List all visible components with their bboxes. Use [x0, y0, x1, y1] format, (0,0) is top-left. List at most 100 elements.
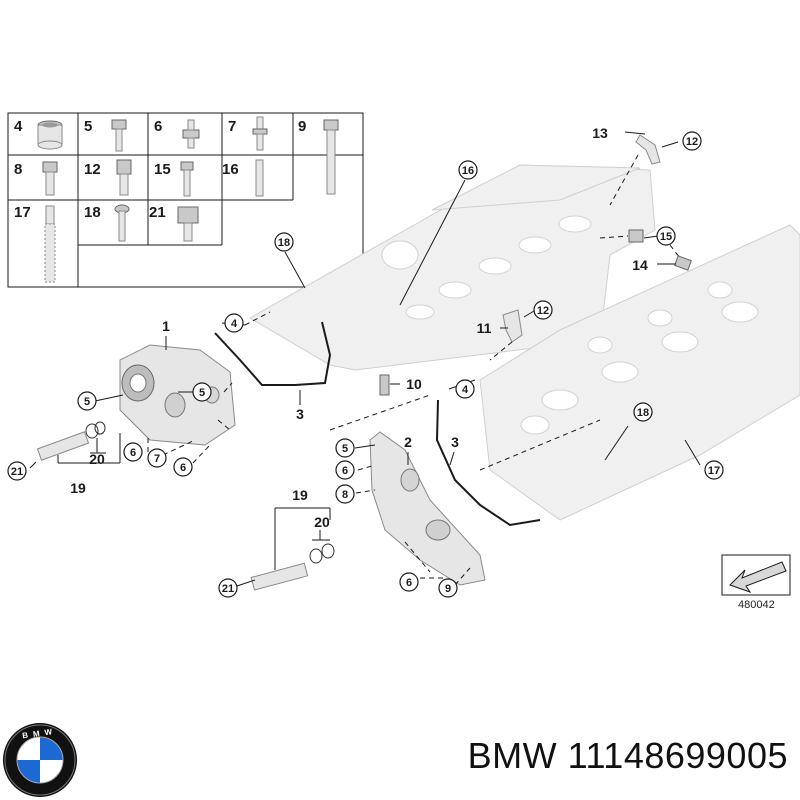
pin-icon	[255, 159, 264, 197]
svg-text:4: 4	[462, 384, 469, 396]
callout-circle: 6	[399, 572, 419, 592]
callouts: 13 12 16 18 15 14 1 4 12 11 5 5 10 3 4 6…	[7, 125, 724, 598]
callout-circle: 17	[704, 460, 724, 480]
cylinder-head-upper	[248, 164, 656, 371]
callout-circle: 9	[438, 578, 458, 598]
callout-circle: 21	[7, 461, 27, 481]
svg-text:6: 6	[342, 465, 348, 477]
callout-circle: 5	[192, 382, 212, 402]
adjuster-lower	[250, 543, 335, 591]
svg-text:15: 15	[660, 231, 672, 243]
threaded-stud-icon	[44, 205, 56, 283]
diagram-reference: 480042	[721, 554, 791, 611]
leader-lines	[29, 131, 701, 587]
callout-circle: 15	[656, 226, 676, 246]
housing-upper	[119, 344, 236, 446]
svg-text:21: 21	[11, 466, 23, 478]
legend-num: 21	[149, 204, 166, 221]
svg-text:7: 7	[154, 453, 160, 465]
callout-circle: 18	[274, 232, 294, 252]
callout-circle: 18	[633, 402, 653, 422]
legend-num: 17	[14, 204, 31, 221]
adjuster-upper	[36, 421, 106, 461]
gasket-upper	[214, 321, 332, 386]
screw-icon	[114, 204, 130, 242]
legend-num: 8	[14, 161, 22, 178]
legend-num: 6	[154, 118, 162, 135]
bolt-icon	[182, 119, 200, 149]
direction-arrow-icon	[729, 561, 787, 593]
gasket-lower	[435, 399, 541, 527]
bolt-icon	[42, 161, 58, 196]
legend-num: 12	[84, 161, 101, 178]
legend-num: 4	[14, 118, 23, 135]
callout-label: 13	[592, 125, 608, 141]
brand-name: BMW	[467, 735, 558, 776]
bolt-icon	[180, 161, 194, 197]
svg-text:4: 4	[231, 318, 238, 330]
part-number-caption: BMW 11148699005	[468, 735, 788, 777]
legend-num: 5	[84, 118, 92, 135]
callout-label: 2	[404, 434, 412, 450]
callout-circle: 12	[682, 131, 702, 151]
callout-circle: 7	[147, 448, 167, 468]
callout-circle: 4	[455, 379, 475, 399]
callout-circle: 4	[224, 313, 244, 333]
callout-label: 3	[451, 434, 459, 450]
callout-label: 20	[314, 514, 330, 530]
fastener-legend-table: 4 5 6 7 9 8 12 15 16 17 18 21	[7, 112, 364, 288]
legend-num: 7	[228, 118, 236, 135]
svg-text:6: 6	[130, 447, 136, 459]
svg-text:5: 5	[342, 443, 348, 455]
legend-num: 18	[84, 204, 101, 221]
svg-text:9: 9	[445, 583, 451, 595]
socket-bolt-icon	[116, 159, 132, 196]
svg-text:12: 12	[686, 136, 698, 148]
callout-label: 11	[477, 320, 492, 336]
callout-circle: 5	[335, 438, 355, 458]
part-number: 11148699005	[567, 735, 788, 776]
callout-circle: 5	[77, 391, 97, 411]
legend-num: 9	[298, 118, 306, 135]
callout-circle: 21	[218, 578, 238, 598]
stud-icon	[252, 116, 268, 151]
long-bolt-icon	[323, 119, 339, 195]
svg-text:16: 16	[462, 165, 474, 177]
callout-circle: 6	[335, 460, 355, 480]
diagram-ref-number: 480042	[738, 599, 775, 611]
legend-num: 16	[222, 161, 239, 178]
legend-num: 15	[154, 161, 171, 178]
svg-text:21: 21	[222, 583, 234, 595]
svg-text:18: 18	[637, 407, 649, 419]
callout-label: 10	[406, 376, 422, 392]
hex-bolt-icon	[177, 206, 199, 242]
callout-circle: 6	[123, 442, 143, 462]
svg-text:6: 6	[180, 462, 186, 474]
callout-label: 14	[632, 257, 648, 273]
callout-circle: 12	[533, 300, 553, 320]
bmw-logo-icon: BMW	[3, 723, 77, 797]
bracket-13	[635, 134, 661, 165]
sleeve-icon	[37, 120, 63, 150]
svg-text:5: 5	[199, 387, 205, 399]
callout-circle: 16	[458, 160, 478, 180]
callout-label: 3	[296, 406, 304, 422]
svg-text:18: 18	[278, 237, 290, 249]
callout-label: 19	[70, 480, 86, 496]
sensor-14	[674, 255, 692, 271]
svg-text:8: 8	[342, 489, 348, 501]
cylinder-head-lower	[479, 224, 800, 521]
bolt-icon	[111, 119, 127, 152]
svg-text:17: 17	[708, 465, 720, 477]
sensor-15	[628, 229, 644, 243]
callout-label: 20	[89, 451, 105, 467]
svg-text:5: 5	[84, 396, 90, 408]
pin-10	[379, 374, 390, 396]
callout-label: 1	[162, 318, 170, 334]
callout-circle: 6	[173, 457, 193, 477]
callout-circle: 8	[335, 484, 355, 504]
callout-label: 19	[292, 487, 308, 503]
housing-lower	[369, 431, 486, 586]
svg-text:6: 6	[406, 577, 412, 589]
